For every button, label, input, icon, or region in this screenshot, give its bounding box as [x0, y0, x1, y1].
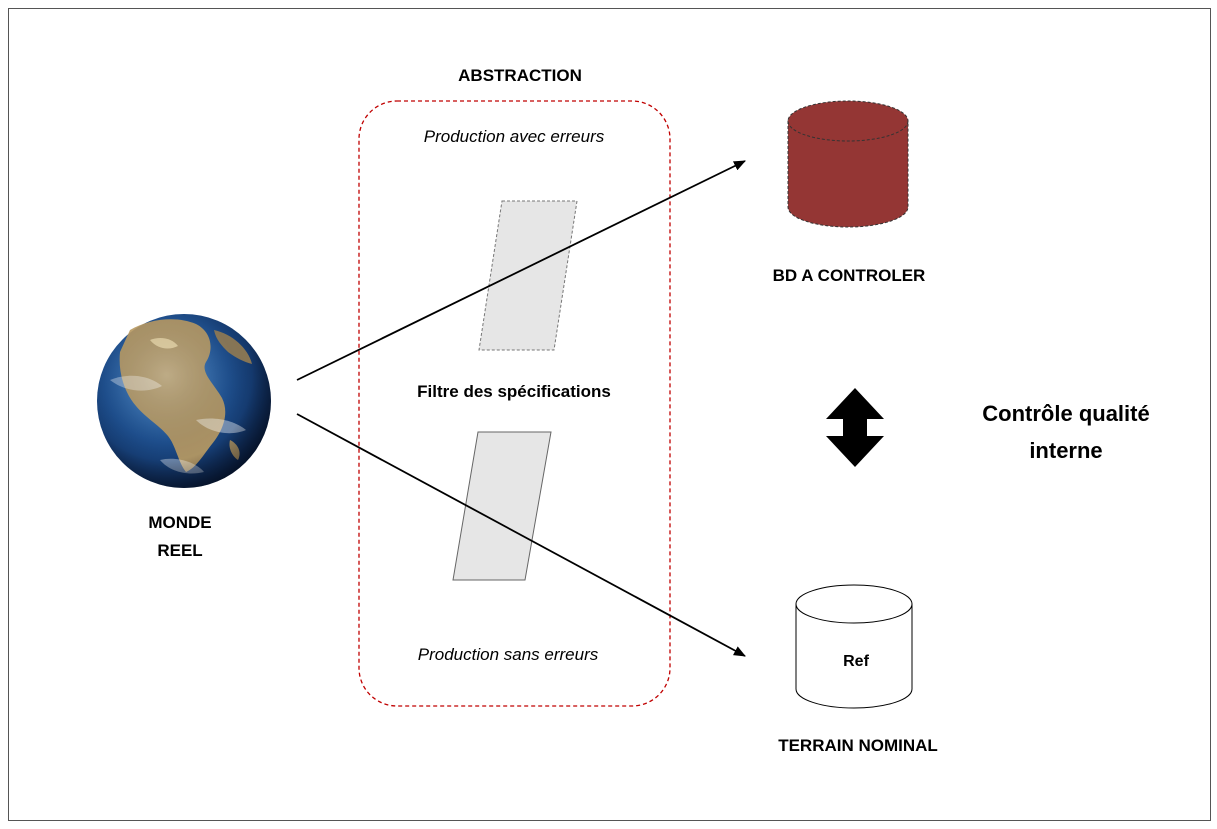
database-to-check-label: BD A CONTROLER — [773, 266, 926, 285]
filter-lower-shape — [452, 431, 552, 581]
database-cylinder-icon — [787, 100, 909, 228]
double-arrow-icon — [826, 388, 884, 467]
arrow-to-reference — [296, 413, 746, 657]
world-label-line2: REEL — [157, 541, 202, 560]
abstraction-title: ABSTRACTION — [458, 66, 582, 85]
reference-cylinder-icon — [795, 584, 913, 709]
earth-globe-icon — [97, 314, 271, 488]
arrow-to-database — [296, 160, 746, 381]
page-frame — [8, 8, 1211, 821]
abstraction-box — [358, 100, 671, 707]
filter-upper-shape — [478, 200, 578, 351]
production-without-errors-label: Production sans erreurs — [418, 645, 599, 664]
world-label-line1: MONDE — [148, 513, 211, 532]
quality-control-label-line2: interne — [1029, 438, 1102, 463]
terrain-nominal-label: TERRAIN NOMINAL — [778, 736, 938, 755]
specification-filter-label: Filtre des spécifications — [417, 382, 611, 401]
production-with-errors-label: Production avec erreurs — [424, 127, 605, 146]
quality-control-label-line1: Contrôle qualité — [982, 401, 1149, 426]
reference-cylinder-label: Ref — [843, 653, 869, 670]
